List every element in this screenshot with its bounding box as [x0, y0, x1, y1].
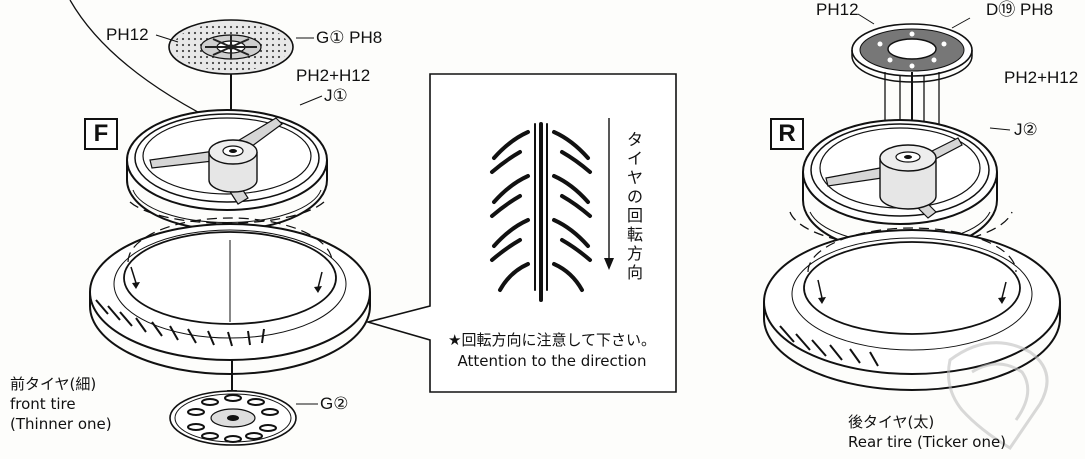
front-tire-jp-label: 前タイヤ(細) [10, 375, 97, 393]
front-tire-en-label: front tire [10, 395, 76, 413]
tread-direction-callout [364, 73, 677, 393]
rotation-direction-arrow [604, 118, 614, 270]
front-section-label: F [84, 118, 118, 150]
front-wheel [126, 109, 328, 231]
front-disc-part-label: G① PH8 [316, 28, 383, 47]
ph12-rear-leader [857, 13, 875, 25]
rear-brake-disc [851, 23, 973, 83]
direction-notice-en: Attention to the direction [457, 352, 647, 370]
j2-leader [989, 127, 1011, 131]
front-tire-note-label: (Thinner one) [10, 415, 112, 433]
front-tire [89, 201, 371, 375]
tread-pattern [490, 122, 592, 302]
rear-hub-glue-label: PH2+H12 [1004, 68, 1079, 87]
front-bottom-disc-part-label: G② [320, 394, 349, 413]
ph12-leader [155, 34, 179, 43]
front-wheel-part-label: J① [324, 86, 348, 105]
rear-tire-jp-label: 後タイヤ(太) [848, 413, 935, 431]
direction-notice: ★回転方向に注意して下さい。 Attention to the directio… [432, 330, 672, 372]
front-bottom-disc [169, 390, 297, 446]
direction-notice-jp: ★回転方向に注意して下さい。 [448, 331, 656, 349]
rear-disc-part-label: D⑲ PH8 [986, 0, 1054, 19]
front-hub-glue-label: PH2+H12 [296, 66, 371, 85]
front-disc-glue-label: PH12 [106, 25, 149, 44]
d19-leader [951, 17, 971, 29]
tire-rotation-direction-label: タイヤの回転方向 [626, 130, 643, 282]
rear-wheel-part-label: J② [1014, 120, 1038, 139]
rear-section-label: R [770, 118, 804, 150]
rear-tire [763, 211, 1061, 391]
watermark-logo [947, 341, 1049, 451]
j1-leader [299, 95, 323, 106]
rear-tire-en-label: Rear tire (Ticker one) [848, 433, 1007, 451]
front-brake-disc [168, 19, 294, 75]
rear-disc-glue-label: PH12 [816, 0, 859, 19]
